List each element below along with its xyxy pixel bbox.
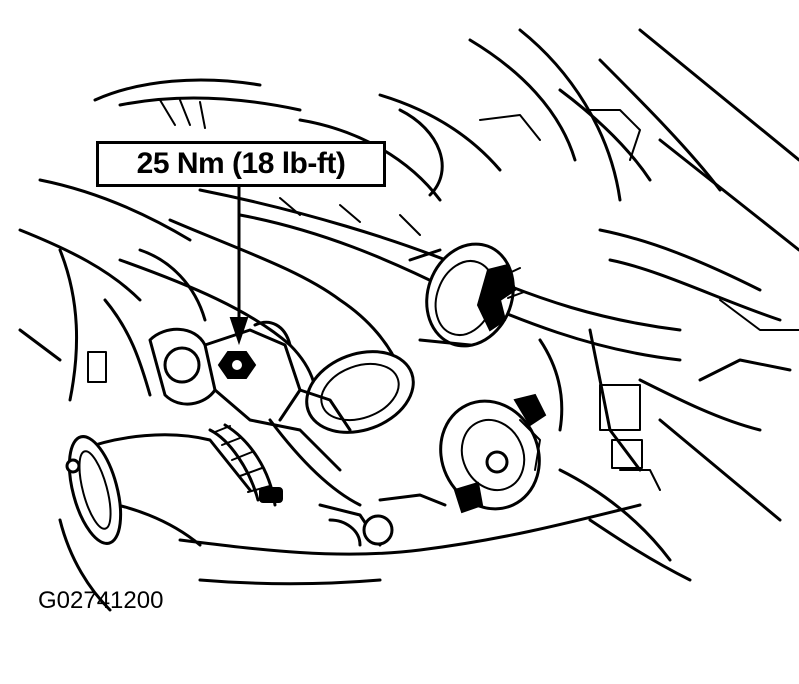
lower-sensor <box>439 393 547 514</box>
curved-coolant-hose <box>118 218 415 434</box>
bolt <box>217 351 257 379</box>
upper-sensor-connector <box>408 242 525 348</box>
hose-clamp <box>208 423 283 507</box>
callout-arrow <box>229 185 249 346</box>
inlet-tube <box>58 433 252 612</box>
left-engine-contours <box>18 178 207 402</box>
right-bracket <box>538 299 799 582</box>
torque-callout-label: 25 Nm (18 lb-ft) <box>96 141 386 187</box>
figure-id-label: G02741200 <box>38 587 164 614</box>
upper-engine-contours <box>93 28 799 252</box>
lower-housing <box>178 418 642 586</box>
